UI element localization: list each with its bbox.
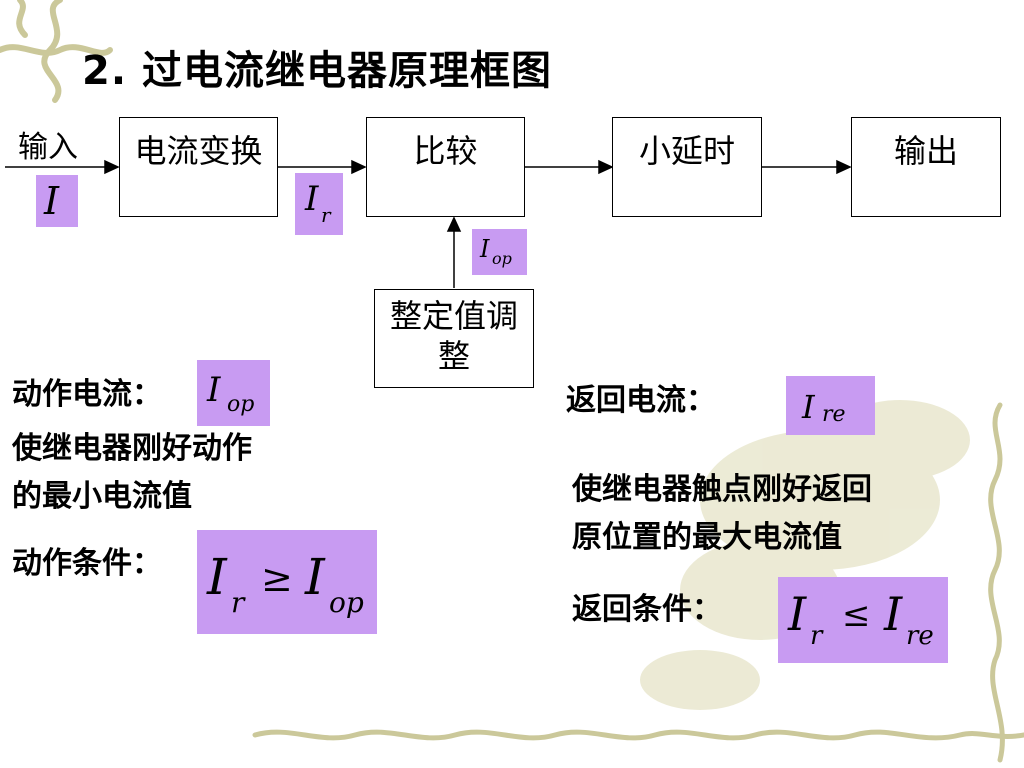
arrow-head-icon xyxy=(352,161,365,173)
op-condition-label: 动作条件： xyxy=(12,540,162,588)
compare-block: 比较 xyxy=(366,117,525,217)
symbol-Iop-definition: I op xyxy=(197,360,270,426)
arrow-head-icon xyxy=(105,161,118,173)
op-desc-line2: 的最小电流值 xyxy=(12,473,192,521)
return-current-label: 返回电流： xyxy=(566,377,716,425)
output-block: 输出 xyxy=(851,117,1001,217)
op-desc-line1: 使继电器刚好动作 xyxy=(12,425,252,473)
setting-adjust-line1: 整定值调 xyxy=(375,290,533,336)
small-delay-block: 小延时 xyxy=(612,117,762,217)
input-label: 输入 xyxy=(18,122,78,166)
symbol-Iop-diagram: I op xyxy=(472,229,527,275)
current-transform-label: 电流变换 xyxy=(120,118,277,172)
arrow-head-icon xyxy=(448,218,460,231)
compare-label: 比较 xyxy=(367,118,524,172)
setting-adjust-block: 整定值调 整 xyxy=(374,289,534,388)
setting-adjust-line2: 整 xyxy=(375,336,533,376)
return-condition-label: 返回条件： xyxy=(572,586,722,634)
output-label: 输出 xyxy=(852,118,1000,172)
symbol-Ire-definition: I re xyxy=(786,376,875,435)
return-desc-line2: 原位置的最大电流值 xyxy=(572,514,842,562)
arrow-head-icon xyxy=(837,161,850,173)
small-delay-label: 小延时 xyxy=(613,118,761,172)
op-current-label: 动作电流： xyxy=(12,371,162,419)
return-desc-line1: 使继电器触点刚好返回 xyxy=(572,466,872,514)
op-condition-formula: I r ≥ I op xyxy=(197,530,377,634)
current-transform-block: 电流变换 xyxy=(119,117,278,217)
symbol-I: I xyxy=(36,175,78,227)
return-condition-formula: I r ≤ I re xyxy=(778,577,948,663)
symbol-Ir: I r xyxy=(295,173,343,235)
arrow-head-icon xyxy=(599,161,612,173)
